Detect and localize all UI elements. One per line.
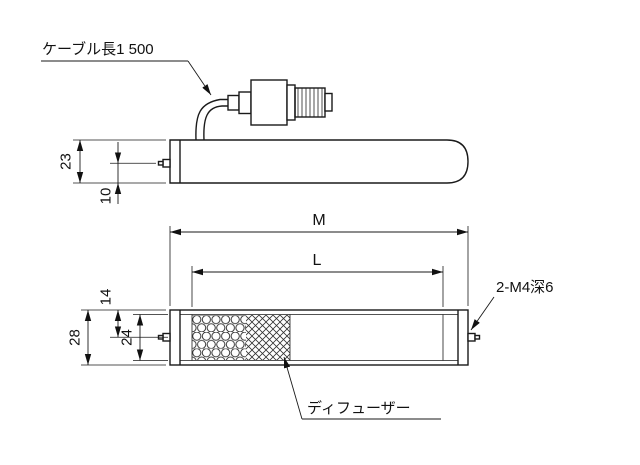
- front-right-screw-tip: [474, 334, 481, 340]
- front-right-screw-stub: [467, 332, 476, 342]
- dim-text-28: 28: [67, 329, 84, 346]
- connector-collar: [286, 84, 296, 121]
- connector-barrel: [294, 87, 326, 118]
- connector-end: [324, 92, 333, 112]
- side-view: 23 10 ケーブル長1 500: [41, 40, 469, 205]
- tapped-holes-label: 2-M4深6: [496, 279, 554, 296]
- dim-text-10: 10: [98, 188, 115, 205]
- side-view-body: [169, 139, 469, 184]
- front-view: 28 24 14 2-M4深6 ディフューザー: [67, 279, 554, 420]
- leader-cable: [187, 60, 212, 96]
- dim-text-23: 23: [58, 153, 75, 170]
- side-screw-stub: [162, 158, 171, 168]
- connector-step: [238, 91, 252, 115]
- diffuser-area: [246, 315, 290, 360]
- dim-text-M: M: [312, 212, 325, 229]
- dim-text-L: L: [313, 252, 322, 269]
- cable-length-label: ケーブル長1 500: [42, 40, 154, 58]
- cable-outline-right: [203, 105, 228, 141]
- connector-knurled-ring: [250, 79, 288, 126]
- connector: [227, 79, 333, 126]
- length-dimensions: M L: [169, 212, 469, 307]
- side-screw-tip: [157, 160, 164, 166]
- dim-text-14: 14: [98, 289, 115, 306]
- leader-tapped-holes: [470, 296, 495, 331]
- connector-clamp: [227, 94, 240, 111]
- diffuser-label: ディフューザー: [307, 399, 411, 417]
- led-array: [192, 315, 246, 360]
- cable-outline-left: [195, 98, 228, 141]
- leader-diffuser: [283, 356, 303, 420]
